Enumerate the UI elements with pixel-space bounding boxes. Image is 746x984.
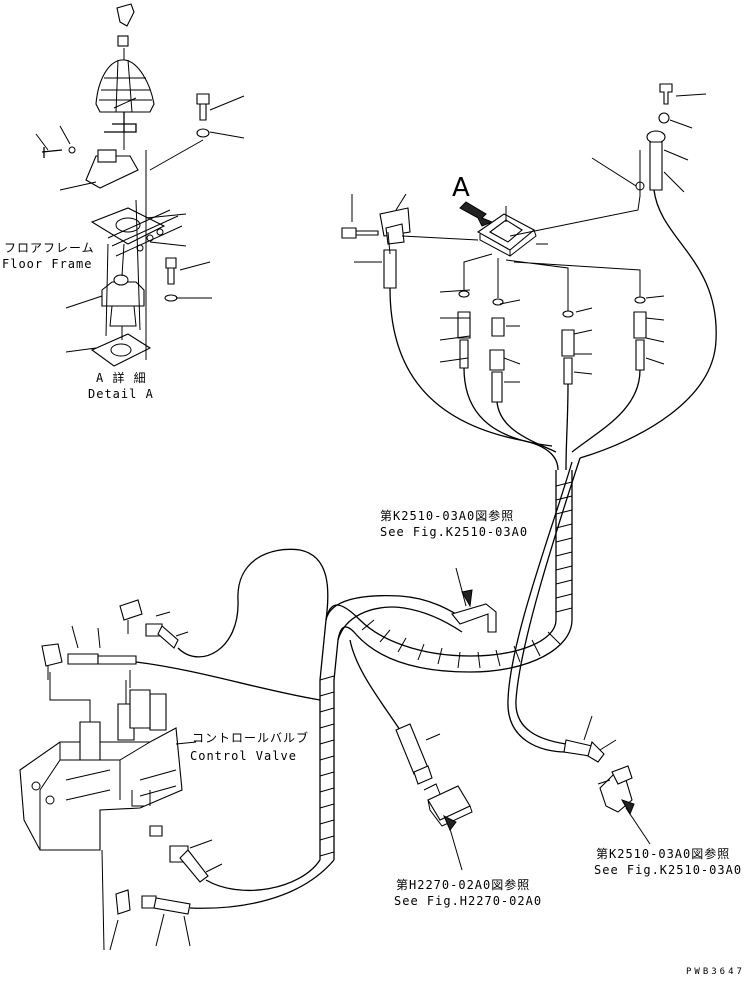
lever-bracket	[104, 112, 137, 133]
pressure-sensor-assembly	[349, 639, 473, 871]
lever-boot	[95, 59, 155, 113]
detail-a-label-en: Detail A	[88, 387, 154, 401]
ref-h2270-jp: 第H2270-02A0図参照	[396, 877, 530, 892]
control-valve-hoses	[41, 548, 335, 951]
floor-frame-label-en: Floor Frame	[2, 257, 92, 271]
ppc-valve-assembly	[476, 206, 537, 257]
ref-k2510-bottom-en: See Fig.K2510-03A0	[594, 863, 742, 877]
lever-knob	[116, 3, 135, 27]
hose-clamp	[451, 603, 497, 633]
left-hose-assembly	[341, 193, 479, 289]
top-right-bolt-assembly	[509, 83, 707, 237]
sensor-arrow-icon	[443, 814, 457, 831]
wrapped-hose-bundle	[319, 470, 573, 860]
detail-a-exploded-view	[35, 3, 245, 367]
detail-a-label-jp: A 詳 細	[96, 370, 147, 385]
nut	[117, 35, 129, 47]
ref-k2510-bottom-jp: 第K2510-03A0図参照	[596, 846, 730, 861]
control-valve	[19, 672, 197, 851]
bracket-plate	[85, 155, 139, 189]
control-valve-label-en: Control Valve	[190, 749, 297, 763]
gasket-plate	[90, 333, 152, 367]
view-a-arrow-icon	[459, 201, 494, 227]
bottom-right-arrow-icon	[620, 799, 635, 816]
clamp-arrow-icon	[461, 589, 473, 608]
ppc-valve	[101, 281, 145, 307]
ref-k2510-top-en: See Fig.K2510-03A0	[380, 525, 528, 539]
bolt-top	[196, 93, 210, 121]
bolt-left	[41, 147, 63, 158]
bottom-right-hose-assembly	[507, 457, 651, 845]
drawing-code: PWB3647	[686, 967, 745, 977]
floor-frame-label-jp: フロアフレーム	[4, 241, 95, 255]
ref-h2270-en: See Fig.H2270-02A0	[394, 894, 542, 908]
view-a-label: A	[452, 173, 470, 203]
control-valve-label-jp: コントロールバルブ	[192, 730, 309, 745]
branch-hoses	[389, 189, 717, 471]
ref-k2510-top-jp: 第K2510-03A0図参照	[380, 508, 514, 523]
bolt-right	[165, 257, 177, 285]
